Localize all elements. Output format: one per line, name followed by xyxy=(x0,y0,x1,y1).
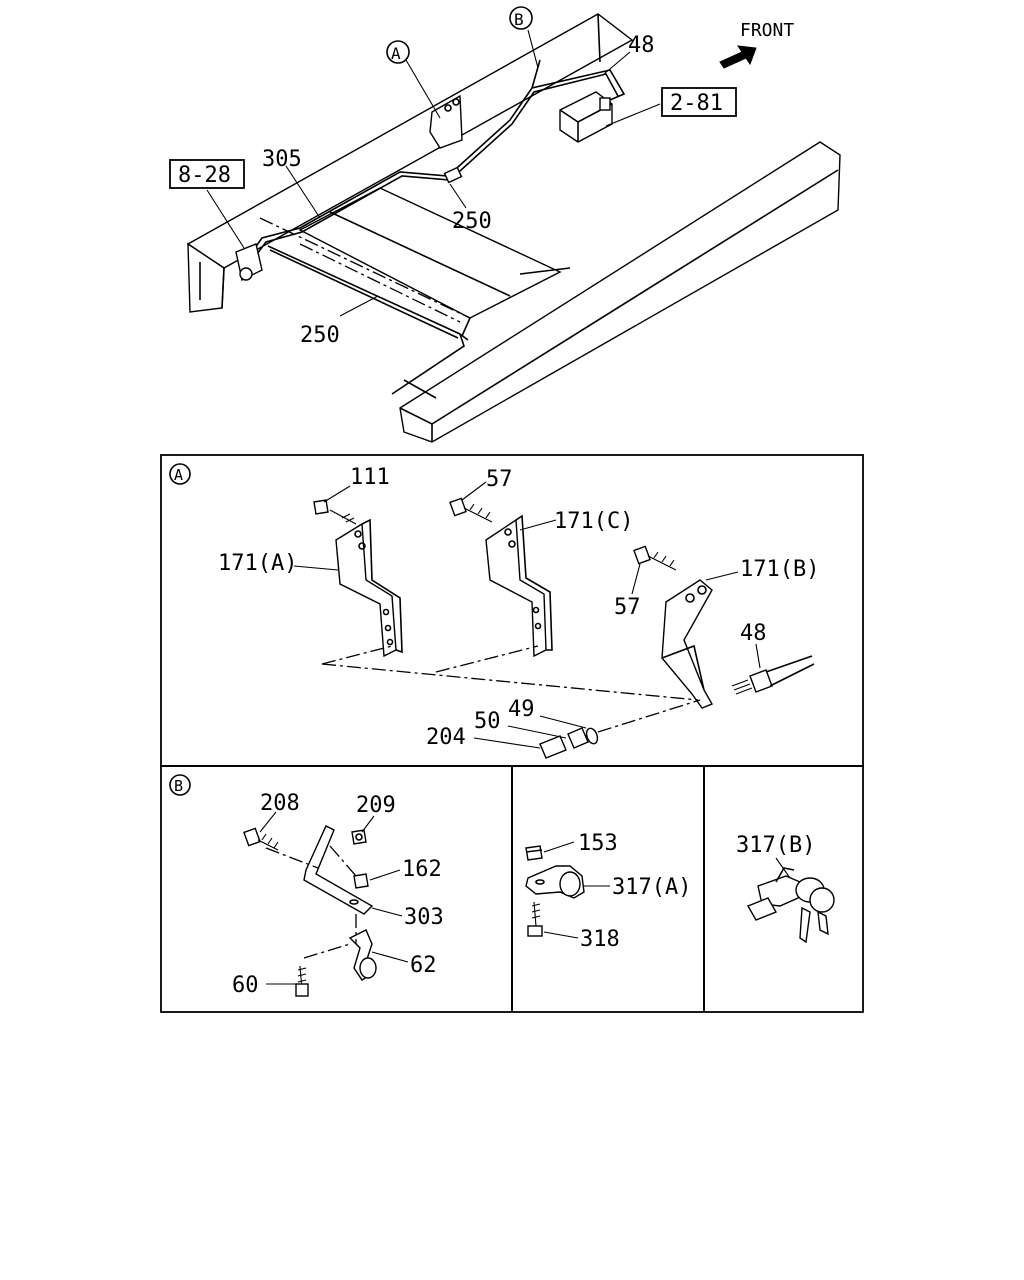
label-48-panel: 48 xyxy=(740,621,767,646)
nut-162 xyxy=(353,873,369,889)
panel-b-marker-text: B xyxy=(174,777,183,795)
label-49: 49 xyxy=(508,697,535,722)
panel-a-marker xyxy=(169,463,191,485)
label-171a: 171(A) xyxy=(218,551,297,576)
label-208: 208 xyxy=(260,791,300,816)
fittings-49-50-204 xyxy=(539,727,599,759)
label-162: 162 xyxy=(402,857,442,882)
ref-box-8-28 xyxy=(169,159,245,189)
label-204: 204 xyxy=(426,725,466,750)
pipe-48-fitting xyxy=(731,655,815,695)
label-57-top: 57 xyxy=(486,467,513,492)
nut-153 xyxy=(525,845,543,861)
callout-circle-b xyxy=(509,6,533,30)
front-label: FRONT xyxy=(740,20,794,41)
bracket-171c xyxy=(485,514,553,658)
ref-2-81: 2-81 xyxy=(670,91,723,116)
label-50: 50 xyxy=(474,709,501,734)
bolt-60 xyxy=(295,965,309,997)
label-48: 48 xyxy=(628,33,655,58)
bracket-a-part xyxy=(429,94,463,149)
label-303: 303 xyxy=(404,905,444,930)
label-305: 305 xyxy=(262,147,302,172)
label-318: 318 xyxy=(580,927,620,952)
callout-circle-a xyxy=(386,40,410,64)
clamp-317a xyxy=(525,865,585,899)
label-62: 62 xyxy=(410,953,437,978)
ref-8-28: 8-28 xyxy=(178,163,231,188)
clip-62 xyxy=(348,929,377,981)
label-171c: 171(C) xyxy=(554,509,633,534)
junction-block xyxy=(559,91,613,143)
crossmember xyxy=(298,187,571,337)
label-317a: 317(A) xyxy=(612,875,691,900)
clamp-317b xyxy=(746,867,835,944)
bolt-318 xyxy=(527,901,543,937)
label-171b: 171(B) xyxy=(740,557,819,582)
front-arrow-icon xyxy=(719,45,757,69)
label-60: 60 xyxy=(232,973,259,998)
frame-rail-left xyxy=(186,13,634,313)
label-153: 153 xyxy=(578,831,618,856)
nut-111 xyxy=(313,499,357,525)
panel-b-marker xyxy=(169,774,191,796)
label-111: 111 xyxy=(350,465,390,490)
label-250-lower: 250 xyxy=(300,323,340,348)
bolt-208 xyxy=(243,827,279,851)
bolt-57-top xyxy=(449,497,493,523)
callout-b-text: B xyxy=(514,10,524,29)
callout-a-text: A xyxy=(391,44,401,63)
panel-a-marker-text: A xyxy=(174,466,183,484)
panel-d-frame xyxy=(703,765,864,1013)
fitting-250-top xyxy=(443,166,463,184)
label-317b: 317(B) xyxy=(736,833,815,858)
bracket-171a xyxy=(335,518,403,658)
fitting-8-28 xyxy=(235,243,263,282)
overview-illustration xyxy=(186,13,841,443)
bolt-57-right xyxy=(633,545,677,571)
label-57-right: 57 xyxy=(614,595,641,620)
pipe-250 xyxy=(267,245,469,395)
bracket-303 xyxy=(303,825,374,915)
label-250-upper: 250 xyxy=(452,209,492,234)
ref-box-2-81 xyxy=(661,87,737,117)
nut-209 xyxy=(351,829,367,845)
bracket-171b xyxy=(661,579,714,709)
label-209: 209 xyxy=(356,793,396,818)
